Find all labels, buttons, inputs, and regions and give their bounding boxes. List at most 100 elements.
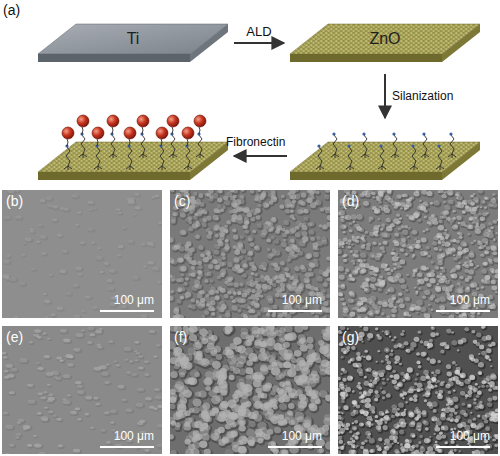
grain xyxy=(272,313,276,317)
grain-shadow xyxy=(241,190,246,194)
grain-shadow xyxy=(24,244,28,246)
grain xyxy=(240,195,245,199)
grain xyxy=(195,235,200,239)
grain-shadow xyxy=(301,193,308,199)
grain xyxy=(179,266,185,271)
grain xyxy=(284,267,289,271)
grain xyxy=(38,224,42,226)
grain xyxy=(116,208,121,211)
grain xyxy=(182,230,187,234)
layer-label: ZnO xyxy=(290,24,480,54)
grain-shadow xyxy=(196,235,202,240)
grain xyxy=(215,295,220,299)
grain xyxy=(241,313,246,317)
scale-bar xyxy=(268,310,322,312)
grain xyxy=(52,219,57,222)
grain xyxy=(268,298,274,303)
grain xyxy=(301,267,307,273)
grain-shadow xyxy=(171,220,177,226)
grain xyxy=(222,306,227,310)
grain xyxy=(285,247,289,251)
grain-shadow xyxy=(355,255,360,259)
grain xyxy=(293,286,299,291)
grain xyxy=(151,245,155,247)
grain-shadow xyxy=(313,253,320,260)
grain-shadow xyxy=(274,240,281,246)
grain xyxy=(315,200,321,205)
grain xyxy=(170,296,174,301)
grain-shadow xyxy=(381,264,389,271)
grain xyxy=(276,225,282,230)
grain-shadow xyxy=(365,317,369,318)
grain xyxy=(263,226,268,230)
grain-shadow xyxy=(405,298,412,303)
grain xyxy=(4,260,10,264)
grain-shadow xyxy=(493,194,497,197)
grain xyxy=(204,310,209,315)
grain xyxy=(325,209,330,214)
grain-shadow xyxy=(238,243,245,250)
process-arrow xyxy=(234,155,287,157)
grain xyxy=(212,308,216,311)
grain xyxy=(186,256,192,261)
grain xyxy=(219,190,223,194)
grain xyxy=(210,297,216,302)
grain-shadow xyxy=(260,295,265,299)
grain xyxy=(237,242,243,247)
grain xyxy=(294,194,300,200)
grain xyxy=(294,266,299,271)
plate-top xyxy=(290,24,480,54)
grain xyxy=(237,309,241,313)
grain xyxy=(185,296,189,299)
grain xyxy=(96,256,103,260)
grain-shadow xyxy=(46,317,50,318)
grain-shadow xyxy=(309,263,315,268)
grain-shadow xyxy=(4,261,12,265)
grain xyxy=(209,289,215,294)
grain-shadow xyxy=(30,229,35,232)
grain-shadow xyxy=(107,280,115,284)
grain xyxy=(217,205,222,209)
grain xyxy=(327,215,330,221)
grain-shadow xyxy=(471,315,477,318)
grain-shadow xyxy=(442,195,449,200)
grain xyxy=(322,289,326,293)
grain-shadow xyxy=(416,293,419,296)
grain-shadow xyxy=(4,216,12,221)
grain xyxy=(249,262,254,267)
grain-shadow xyxy=(72,195,80,199)
grain xyxy=(239,268,244,272)
grain-shadow xyxy=(480,207,483,210)
grain xyxy=(15,216,21,219)
grain-shadow xyxy=(325,190,330,195)
grain-shadow xyxy=(109,270,117,275)
grain xyxy=(117,254,121,256)
grain xyxy=(87,228,93,231)
grain-shadow xyxy=(451,274,459,281)
grain xyxy=(323,283,328,288)
grain xyxy=(302,222,306,226)
grain xyxy=(273,305,278,309)
grain xyxy=(281,195,285,198)
grain-shadow xyxy=(93,307,99,310)
grain xyxy=(213,215,219,221)
grain xyxy=(280,283,285,288)
grain-shadow xyxy=(282,196,287,200)
grain xyxy=(79,241,85,244)
grain xyxy=(290,210,294,213)
grain xyxy=(257,224,262,229)
grain-shadow xyxy=(171,291,176,295)
grain-shadow xyxy=(178,315,186,318)
grain xyxy=(326,257,330,261)
grain xyxy=(232,214,238,219)
grain-shadow xyxy=(123,228,128,231)
grain xyxy=(158,222,162,225)
grain xyxy=(49,274,53,276)
grain xyxy=(179,278,184,282)
grain-shadow xyxy=(135,207,143,211)
grain-shadow xyxy=(471,243,474,246)
grain-shadow xyxy=(418,219,423,223)
grain-shadow xyxy=(241,249,248,255)
grain xyxy=(141,314,148,318)
grain-shadow xyxy=(346,269,351,274)
